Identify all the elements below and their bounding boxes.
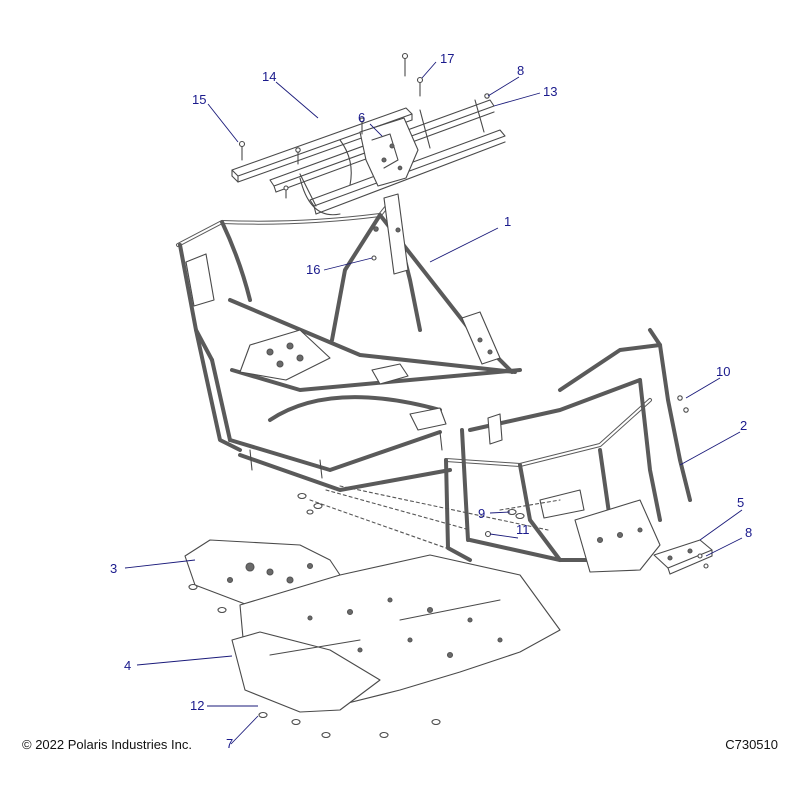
leader-lines xyxy=(124,61,743,745)
callout-3: 3 xyxy=(110,561,117,576)
part-1-main-frame xyxy=(176,193,522,492)
callout-9: 9 xyxy=(478,506,485,521)
callout-5: 5 xyxy=(737,495,744,510)
part-4-main-skid-plate xyxy=(231,554,561,739)
callout-15: 15 xyxy=(192,92,206,107)
part-2-front-frame xyxy=(444,328,692,573)
callout-17: 17 xyxy=(440,51,454,66)
drawing-number: C730510 xyxy=(725,737,778,752)
callout-14: 14 xyxy=(262,69,276,84)
part-5-tow-plate xyxy=(653,539,713,575)
callout-1: 1 xyxy=(504,214,511,229)
callout-7: 7 xyxy=(226,736,233,751)
callout-2: 2 xyxy=(740,418,747,433)
callout-13: 13 xyxy=(543,84,557,99)
copyright-notice: © 2022 Polaris Industries Inc. xyxy=(22,737,192,752)
callout-11: 11 xyxy=(516,522,530,537)
callout-4: 4 xyxy=(124,658,131,673)
callout-12: 12 xyxy=(190,698,204,713)
callout-10: 10 xyxy=(716,364,730,379)
fasteners-top xyxy=(238,52,490,199)
callout-numbers: 1 2 3 4 5 6 7 8 8 9 10 11 12 13 14 15 16… xyxy=(110,51,752,751)
fasteners-middle xyxy=(297,255,709,569)
callout-8-right: 8 xyxy=(745,525,752,540)
callout-6: 6 xyxy=(358,110,365,125)
alignment-dashes xyxy=(309,485,561,549)
callout-16: 16 xyxy=(306,262,320,277)
part-6-bracket xyxy=(359,117,419,187)
callout-8-top: 8 xyxy=(517,63,524,78)
